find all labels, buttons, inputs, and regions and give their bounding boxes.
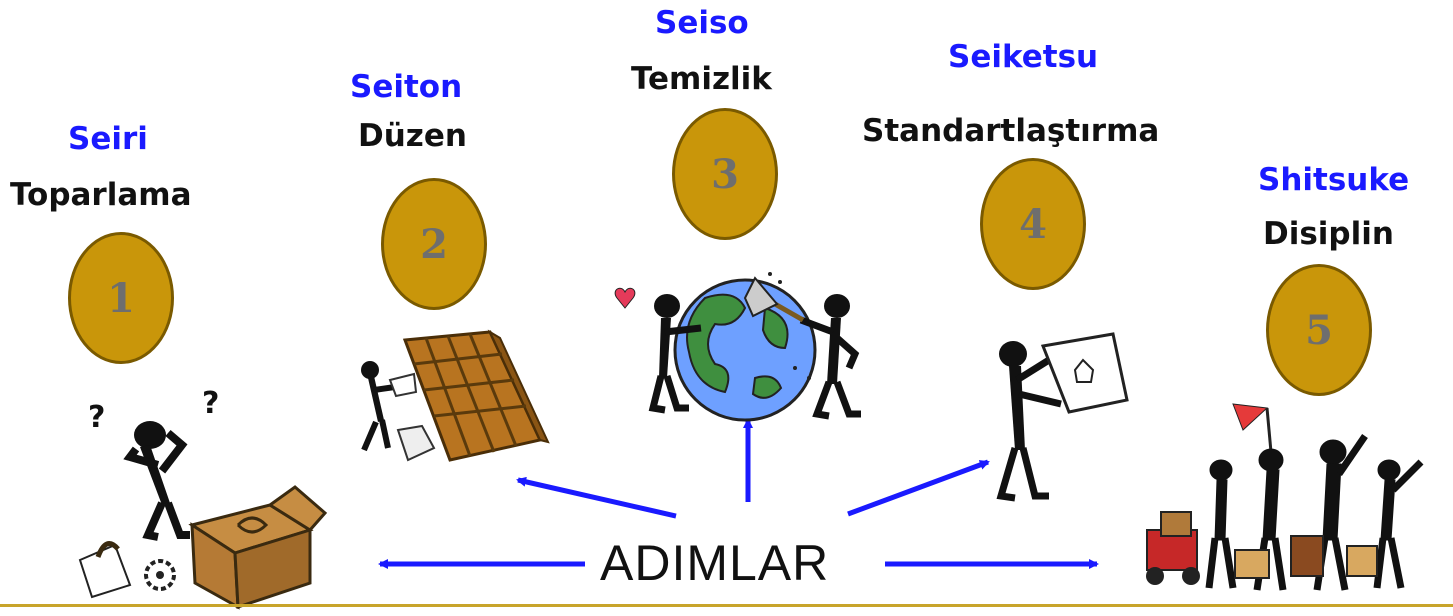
svg-text:?: ? xyxy=(88,400,105,435)
step4-number-coin: 4 xyxy=(980,158,1086,290)
step2-number: 2 xyxy=(420,220,448,268)
step3-number: 3 xyxy=(711,150,739,198)
step5-number-coin: 5 xyxy=(1266,264,1372,396)
step4-turkish-label: Standartlaştırma xyxy=(862,113,1160,149)
arrow-to-step2 xyxy=(516,476,677,519)
step2-number-coin: 2 xyxy=(381,178,487,310)
step5-number: 5 xyxy=(1305,306,1333,354)
svg-text:?: ? xyxy=(202,386,219,421)
step2-japanese-label: Seiton xyxy=(350,69,463,105)
step2-turkish-label: Düzen xyxy=(358,118,467,154)
step5-japanese-label: Shitsuke xyxy=(1258,162,1410,198)
step3-japanese-label: Seiso xyxy=(655,5,749,41)
step4-japanese-label: Seiketsu xyxy=(948,39,1099,75)
step3-number-coin: 3 xyxy=(672,108,778,240)
step1-turkish-label: Toparlama xyxy=(10,177,192,213)
sorting-illustration: ? ? xyxy=(78,386,328,610)
organizing-illustration xyxy=(361,329,550,462)
cleaning-illustration xyxy=(614,272,861,422)
standardizing-illustration xyxy=(996,332,1129,502)
arrow-to-step4 xyxy=(847,459,990,517)
step1-number: 1 xyxy=(107,274,135,322)
step4-number: 4 xyxy=(1019,200,1047,248)
discipline-illustration xyxy=(1146,403,1424,591)
step3-turkish-label: Temizlik xyxy=(631,61,772,97)
step5-turkish-label: Disiplin xyxy=(1263,216,1394,252)
step1-number-coin: 1 xyxy=(68,232,174,364)
bottom-rule xyxy=(0,604,1453,607)
step1-japanese-label: Seiri xyxy=(68,121,148,157)
steps-center-label: ADIMLAR xyxy=(600,535,830,591)
